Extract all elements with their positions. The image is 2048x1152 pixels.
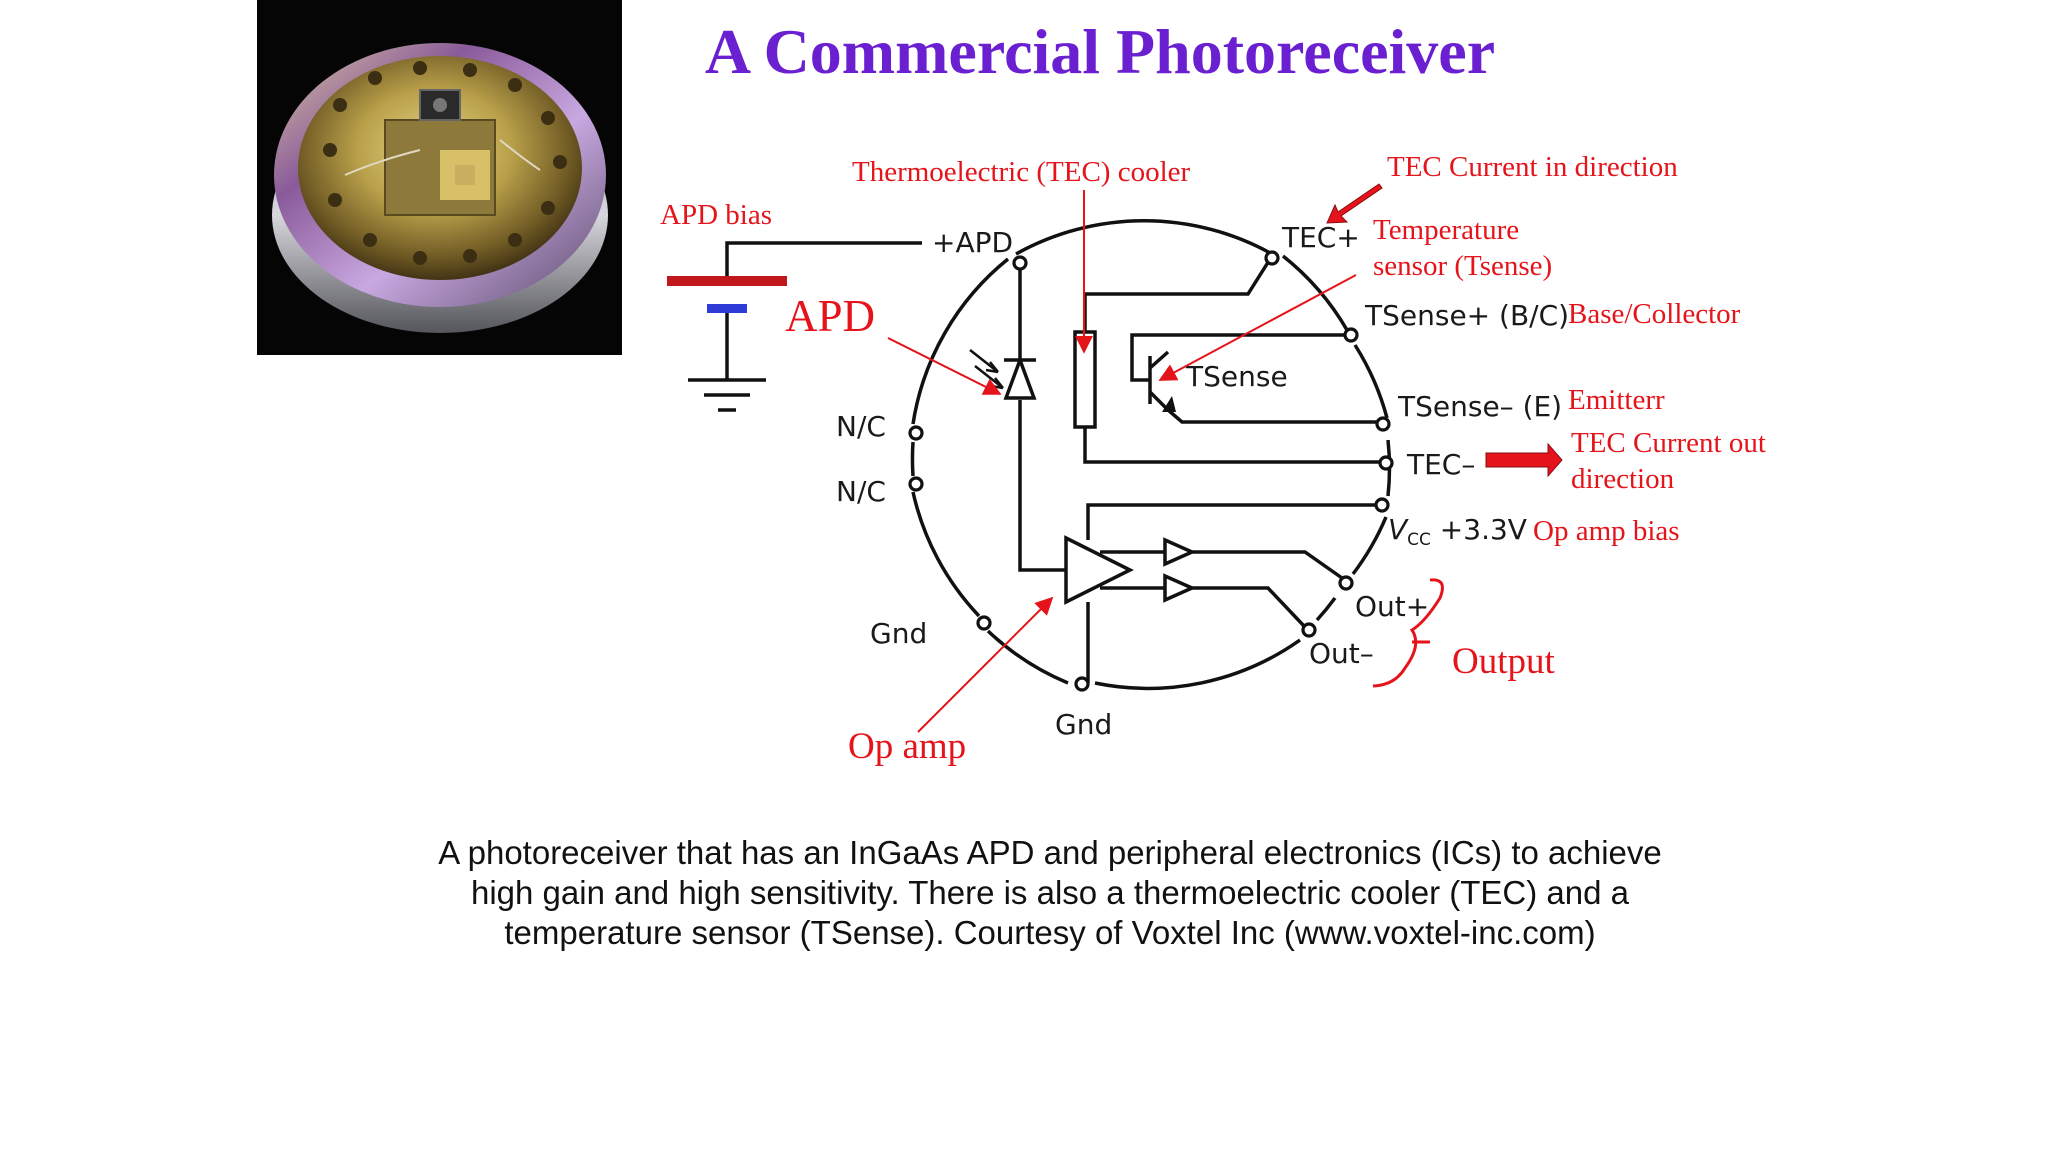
output-label: Output	[1452, 641, 1556, 682]
base-collector-label: Base/Collector	[1568, 298, 1741, 330]
photoreceiver-photo	[257, 0, 622, 355]
pin-label-gnd-left: Gnd	[870, 617, 927, 650]
pin-tec-minus	[1378, 455, 1394, 471]
caption: A photoreceiver that has an InGaAs APD a…	[0, 833, 2048, 953]
tec-out-label-2: direction	[1571, 463, 1675, 495]
pin-tsense-plus	[1343, 327, 1359, 343]
annotation-arrows	[887, 183, 1563, 733]
pins	[908, 250, 1394, 692]
pin-apd	[1012, 255, 1028, 271]
output-bracket	[1372, 578, 1444, 688]
pin-label-out-minus: Out–	[1309, 637, 1374, 670]
pin-out-plus	[1338, 575, 1354, 591]
apd-bias-label: APD bias	[660, 199, 772, 231]
op-amp-label: Op amp	[848, 726, 966, 767]
pin-out-minus	[1301, 622, 1317, 638]
pin-tsense-minus	[1375, 416, 1391, 432]
caption-line-1: A photoreceiver that has an InGaAs APD a…	[438, 834, 1662, 871]
pin-gnd-left	[976, 615, 992, 631]
pin-label-nc-1: N/C	[836, 410, 886, 443]
temp-sensor-label-2: sensor (Tsense)	[1373, 250, 1552, 282]
caption-line-2: high gain and high sensitivity. There is…	[470, 874, 1629, 911]
tec-in-label: TEC Current in direction	[1387, 151, 1678, 183]
pin-label-tsense-plus: TSense+ (B/C)	[1364, 299, 1569, 332]
tsense-inner-label: TSense	[1185, 360, 1288, 393]
tec-in-arrow-icon	[1326, 183, 1383, 224]
pin-label-tec-plus: TEC+	[1281, 221, 1360, 254]
tec-cooler-label: Thermoelectric (TEC) cooler	[852, 156, 1191, 188]
package-outline	[910, 219, 1392, 691]
battery-plate-negative	[707, 304, 747, 313]
battery-plate-positive	[667, 276, 787, 286]
pin-tec-plus	[1264, 250, 1280, 266]
opamp-bias-label: Op amp bias	[1533, 515, 1680, 547]
tec-out-arrow-icon	[1485, 442, 1563, 478]
caption-line-3: temperature sensor (TSense). Courtesy of…	[504, 914, 1596, 951]
pin-label-tec-minus: TEC–	[1406, 448, 1475, 481]
pin-nc-2	[908, 476, 924, 492]
pin-label-vcc: VCC +3.3V	[1388, 513, 1527, 550]
pin-label-apd: +APD	[932, 226, 1013, 259]
slide-title: A Commercial Photoreceiver	[705, 16, 1495, 87]
pin-gnd-bottom	[1074, 676, 1090, 692]
pin-label-gnd-bottom: Gnd	[1055, 708, 1112, 741]
pin-label-out-plus: Out+	[1355, 590, 1429, 623]
pin-label-nc-2: N/C	[836, 475, 886, 508]
temp-sensor-label-1: Temperature	[1373, 214, 1519, 246]
pin-nc-1	[908, 425, 924, 441]
apd-label: APD	[785, 291, 875, 341]
pin-label-tsense-minus: TSense– (E)	[1397, 390, 1562, 423]
pin-vcc	[1374, 497, 1390, 513]
emitter-label: Emitterr	[1568, 384, 1665, 416]
tec-out-label-1: TEC Current out	[1571, 427, 1766, 459]
